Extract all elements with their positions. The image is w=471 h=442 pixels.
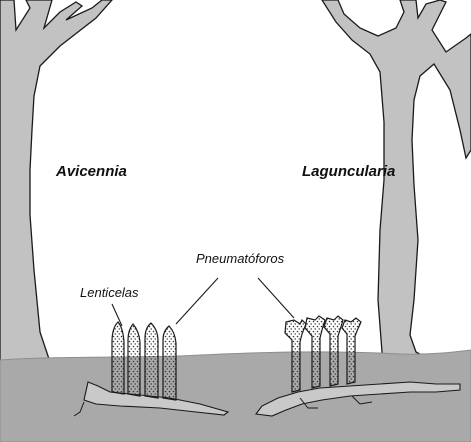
pneumatoforos-leader-right — [258, 278, 294, 318]
avicennia-pneumatophore — [128, 324, 140, 396]
avicennia-pneumatophore — [163, 326, 176, 400]
pneumatoforos-label: Pneumatóforos — [196, 252, 284, 265]
avicennia-pneumatophore — [145, 323, 158, 398]
laguncularia-label: Laguncularia — [302, 164, 395, 179]
avicennia-pneumatophore — [112, 322, 124, 394]
pneumatoforos-leader-left — [176, 278, 218, 324]
avicennia-label: Avicennia — [56, 164, 127, 179]
lenticelas-label: Lenticelas — [80, 286, 139, 299]
sediment-layer — [0, 350, 471, 442]
avicennia-trunk — [0, 0, 112, 402]
